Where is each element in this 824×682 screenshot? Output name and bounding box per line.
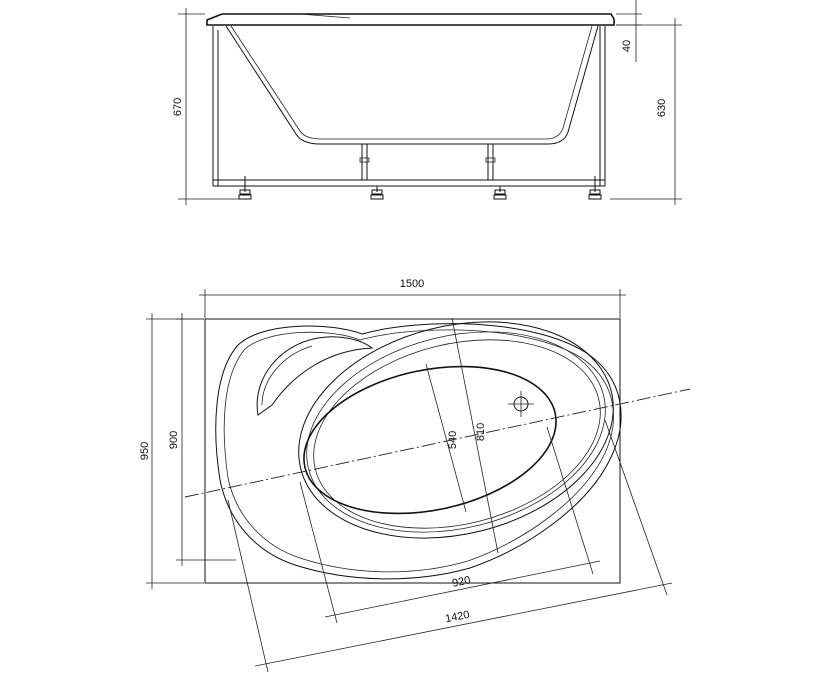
top-headrest bbox=[256, 336, 374, 416]
side-tub-shell bbox=[225, 25, 599, 145]
dim-total-height: 670 bbox=[172, 8, 240, 205]
dim-rim-width: 810 bbox=[451, 317, 499, 554]
dim-bowl-length: 920 bbox=[299, 426, 601, 624]
dim-label-630: 630 bbox=[656, 99, 668, 117]
dim-label-540: 540 bbox=[447, 431, 459, 449]
top-bowl-ellipse bbox=[303, 365, 557, 515]
drain-icon bbox=[508, 391, 534, 417]
side-rim bbox=[206, 13, 615, 26]
dim-label-40: 40 bbox=[621, 40, 633, 52]
dim-label-950: 950 bbox=[139, 442, 151, 460]
dim-label-920: 920 bbox=[451, 574, 471, 590]
side-frame bbox=[212, 26, 606, 187]
dim-overall-width: 950 bbox=[139, 313, 204, 589]
dim-rim-height: 40 bbox=[616, 0, 642, 62]
top-view: 540 810 1500 950 900 bbox=[139, 278, 691, 673]
dim-bowl-width: 540 bbox=[425, 363, 467, 513]
top-centerline bbox=[184, 388, 691, 498]
top-rim-ellipse bbox=[298, 321, 614, 539]
dim-rim-length: 1420 bbox=[227, 419, 673, 673]
dim-inner-width: 900 bbox=[168, 313, 236, 566]
top-outline bbox=[204, 318, 621, 584]
side-feet bbox=[238, 176, 602, 200]
dim-label-900: 900 bbox=[168, 431, 180, 449]
dim-overall-length: 1500 bbox=[199, 278, 626, 318]
dim-label-1500: 1500 bbox=[400, 278, 424, 290]
dim-label-1420: 1420 bbox=[444, 609, 470, 625]
dim-frame-height: 630 bbox=[610, 18, 682, 205]
top-tub-outer bbox=[215, 323, 622, 580]
dim-label-810: 810 bbox=[475, 423, 487, 441]
dim-label-670: 670 bbox=[172, 98, 184, 116]
side-view: 670 40 630 bbox=[172, 0, 682, 205]
